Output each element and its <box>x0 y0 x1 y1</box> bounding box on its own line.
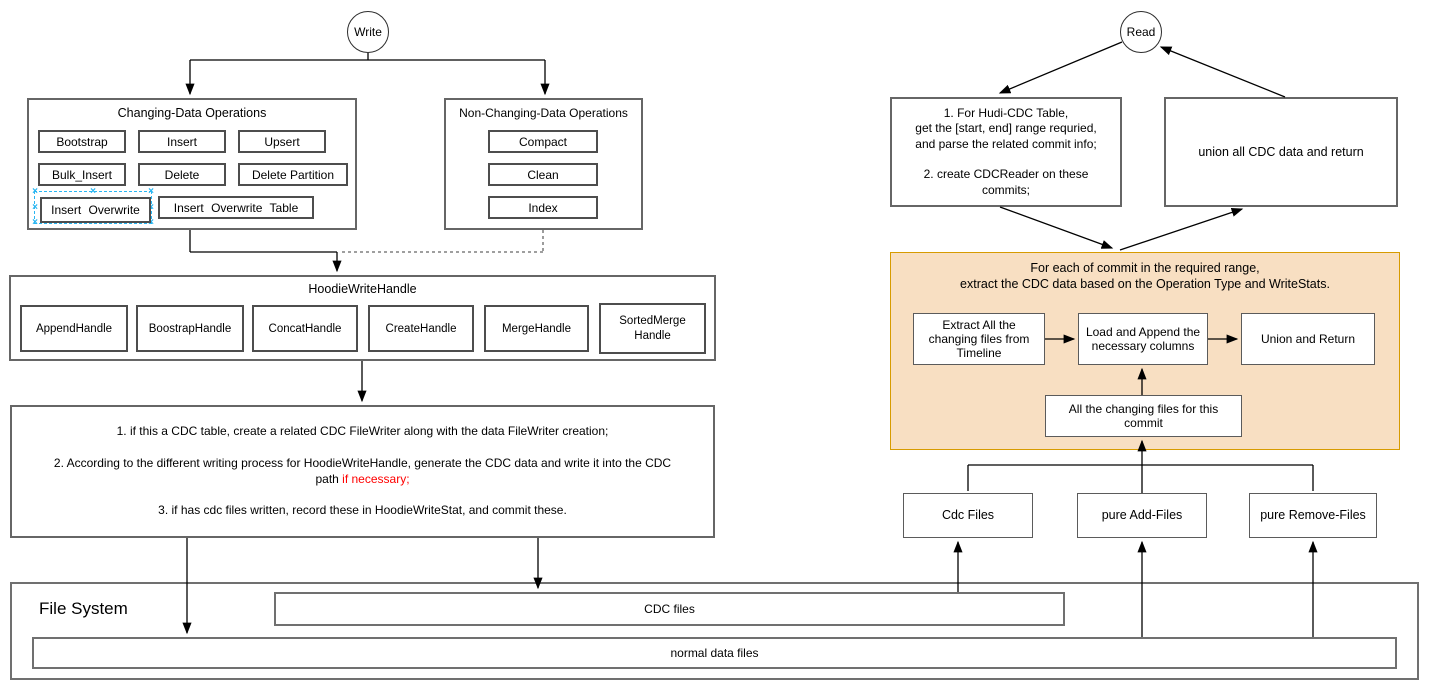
read-entry-label: Read <box>1126 25 1156 39</box>
handle-boostrap[interactable]: BoostrapHandle <box>136 305 244 352</box>
op-delete[interactable]: Delete <box>138 163 226 186</box>
selection-handle[interactable]: × <box>32 186 38 197</box>
read-entry-node[interactable]: Read <box>1120 11 1162 53</box>
writer-step-3: 3. if has cdc files written, record thes… <box>158 503 567 518</box>
selection-handle[interactable]: × <box>148 201 154 213</box>
op-compact[interactable]: Compact <box>488 130 598 153</box>
pure-add-files-category-box[interactable]: pure Add-Files <box>1077 493 1207 538</box>
writer-step-2: 2. According to the different writing pr… <box>53 455 672 486</box>
handle-create[interactable]: CreateHandle <box>368 305 474 352</box>
if-necessary-highlight: if necessary; <box>342 471 410 486</box>
op-clean[interactable]: Clean <box>488 163 598 186</box>
selection-handle[interactable]: × <box>32 217 38 228</box>
op-index[interactable]: Index <box>488 196 598 219</box>
cdc-files-category-box[interactable]: Cdc Files <box>903 493 1033 538</box>
cdc-writer-steps-box[interactable]: 1. if this a CDC table, create a related… <box>10 405 715 538</box>
handle-concat[interactable]: ConcatHandle <box>252 305 358 352</box>
handle-append[interactable]: AppendHandle <box>20 305 128 352</box>
handle-sorted-merge[interactable]: SortedMerge Handle <box>599 303 706 354</box>
extract-changing-files-box[interactable]: Extract All the changing files from Time… <box>913 313 1045 365</box>
cdc-files-store[interactable]: CDC files <box>274 592 1065 626</box>
union-and-return-box[interactable]: Union and Return <box>1241 313 1375 365</box>
selection-outline: × × × × × × × × Insert Overwrite <box>32 186 154 228</box>
selection-handle[interactable]: × <box>32 201 38 213</box>
handle-merge[interactable]: MergeHandle <box>484 305 589 352</box>
load-append-columns-box[interactable]: Load and Append the necessary columns <box>1078 313 1208 365</box>
all-changing-files-box[interactable]: All the changing files for this commit <box>1045 395 1242 437</box>
selection-handle[interactable]: × <box>148 217 154 228</box>
op-insert-overwrite-table[interactable]: Insert Overwrite Table <box>158 196 314 219</box>
write-entry-node[interactable]: Write <box>347 11 389 53</box>
selection-handle[interactable]: × <box>90 186 96 197</box>
op-delete-partition[interactable]: Delete Partition <box>238 163 348 186</box>
write-entry-label: Write <box>354 25 382 39</box>
union-result-box[interactable]: union all CDC data and return <box>1164 97 1398 207</box>
writer-step-1: 1. if this a CDC table, create a related… <box>116 424 609 439</box>
normal-data-files-store[interactable]: normal data files <box>32 637 1397 669</box>
op-bulk-insert[interactable]: Bulk_Insert <box>38 163 126 186</box>
op-insert-overwrite[interactable]: Insert Overwrite <box>40 197 151 223</box>
op-upsert[interactable]: Upsert <box>238 130 326 153</box>
op-insert[interactable]: Insert <box>138 130 226 153</box>
hoodie-write-handle-title: HoodieWriteHandle <box>308 282 417 296</box>
commit-info-box[interactable]: 1. For Hudi-CDC Table, get the [start, e… <box>890 97 1122 207</box>
file-system-title: File System <box>39 599 128 618</box>
pure-remove-files-category-box[interactable]: pure Remove-Files <box>1249 493 1377 538</box>
extract-cdc-group-title: For each of commit in the required range… <box>960 261 1330 291</box>
op-bootstrap[interactable]: Bootstrap <box>38 130 126 153</box>
changing-data-operations-title: Changing-Data Operations <box>117 106 267 120</box>
non-changing-data-operations-title: Non-Changing-Data Operations <box>459 106 628 120</box>
selection-handle[interactable]: × <box>148 186 154 197</box>
